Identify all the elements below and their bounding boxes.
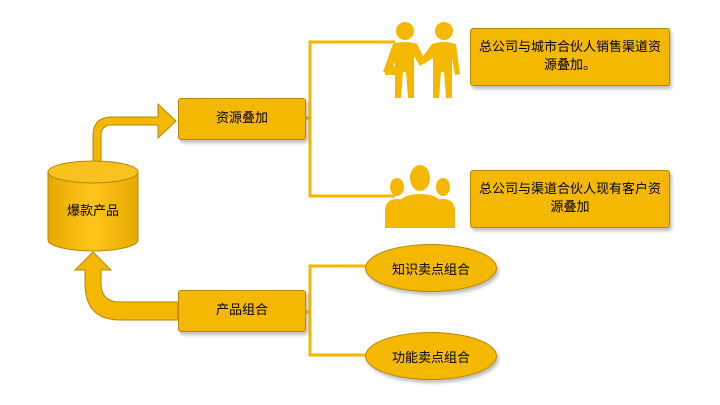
partner-sales-channel-box: 总公司与城市合伙人销售渠道资源叠加。 — [470, 28, 670, 86]
channel-customer-resource-box: 总公司与渠道合伙人现有客户资源叠加 — [470, 170, 670, 228]
partners-handshake-icon — [383, 22, 460, 98]
product-cylinder — [47, 160, 139, 252]
product-combo-node: 产品组合 — [178, 290, 306, 332]
arrow-up-to-resource — [92, 102, 177, 171]
customer-group-icon — [385, 165, 455, 228]
resource-overlay-node: 资源叠加 — [178, 98, 306, 140]
arrow-combo-to-product — [73, 251, 179, 321]
function-selling-point-node: 功能卖点组合 — [365, 332, 497, 380]
resource-bracket-line — [305, 40, 395, 198]
combo-bracket-line — [305, 264, 370, 357]
center-product-label: 爆款产品 — [66, 204, 119, 219]
knowledge-selling-point-node: 知识卖点组合 — [365, 244, 497, 292]
